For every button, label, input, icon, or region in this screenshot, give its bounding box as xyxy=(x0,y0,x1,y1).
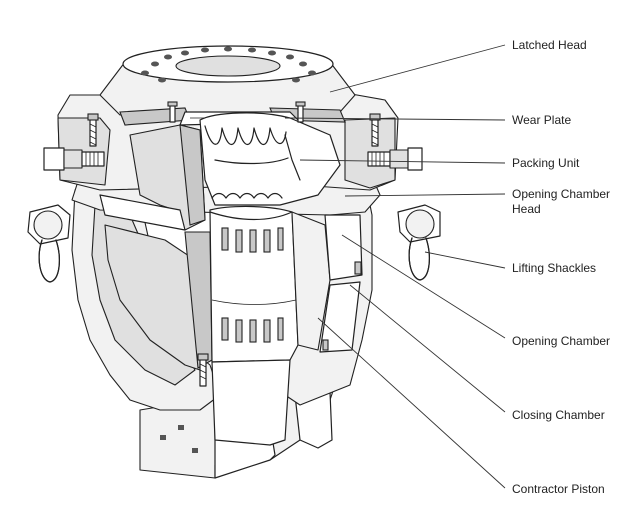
label-contractor-piston: Contractor Piston xyxy=(512,482,605,496)
leader-contractor-piston xyxy=(317,317,506,489)
fitting-left xyxy=(43,147,105,171)
label-opening-chamber-head-line2: Head xyxy=(512,202,541,216)
callout-labels: Latched Head Wear Plate Packing Unit Ope… xyxy=(512,38,610,496)
piston-upper-slots xyxy=(221,227,284,253)
cutaway-upper-face xyxy=(179,124,206,226)
stud-left xyxy=(87,113,99,147)
contractor-piston xyxy=(209,205,331,446)
chambers xyxy=(319,214,363,353)
packing-unit-body xyxy=(199,112,341,206)
piston-lower-slots xyxy=(221,317,284,343)
stud-top-right xyxy=(295,101,306,123)
packing-unit-inserts-bottom xyxy=(211,192,283,199)
shackle-right xyxy=(397,204,441,281)
flange-bolt-1 xyxy=(160,435,166,440)
label-packing-unit: Packing Unit xyxy=(512,156,580,170)
leader-closing-chamber xyxy=(349,284,506,413)
label-opening-chamber-head-line1: Opening Chamber xyxy=(512,187,610,201)
stud-right xyxy=(369,113,381,147)
latched-head-bore xyxy=(175,55,281,77)
main-bore xyxy=(211,359,291,446)
label-lifting-shackles: Lifting Shackles xyxy=(512,261,596,275)
label-opening-chamber: Opening Chamber xyxy=(512,334,610,348)
cutaway-segment xyxy=(99,124,213,371)
stud-top-left xyxy=(167,101,178,123)
leader-lines xyxy=(284,44,506,489)
piston-sleeve xyxy=(209,205,299,363)
flange-bolt-3 xyxy=(192,448,198,453)
leader-opening-chamber xyxy=(341,234,506,339)
seal-2 xyxy=(322,339,329,351)
leader-lifting-shackles xyxy=(424,251,506,269)
label-wear-plate: Wear Plate xyxy=(512,113,571,127)
opening-chamber-cavity xyxy=(324,214,363,281)
cutaway-plate xyxy=(99,194,186,231)
piston-sleeve-top xyxy=(209,211,293,221)
flange-bolt-2 xyxy=(178,425,184,430)
leader-latched-head xyxy=(329,44,506,93)
leader-packing-unit xyxy=(299,159,506,164)
packing-unit xyxy=(199,112,341,206)
latched-head-bolt-holes xyxy=(141,46,316,83)
lifting-shackles xyxy=(27,204,441,283)
packing-unit-inserts-top xyxy=(204,125,287,146)
piston-flange-right xyxy=(291,211,331,351)
seal-1 xyxy=(354,261,362,275)
cutaway-lower-block xyxy=(104,224,201,371)
shackle-left xyxy=(27,204,71,283)
fitting-right xyxy=(367,147,423,171)
side-fittings xyxy=(43,147,423,171)
studs xyxy=(87,101,381,387)
stud-lower xyxy=(197,353,209,387)
label-closing-chamber: Closing Chamber xyxy=(512,408,605,422)
leader-wear-plate xyxy=(284,117,506,121)
leader-opening-chamber-head xyxy=(344,193,506,197)
label-latched-head: Latched Head xyxy=(512,38,587,52)
closing-chamber-cavity xyxy=(319,281,361,353)
